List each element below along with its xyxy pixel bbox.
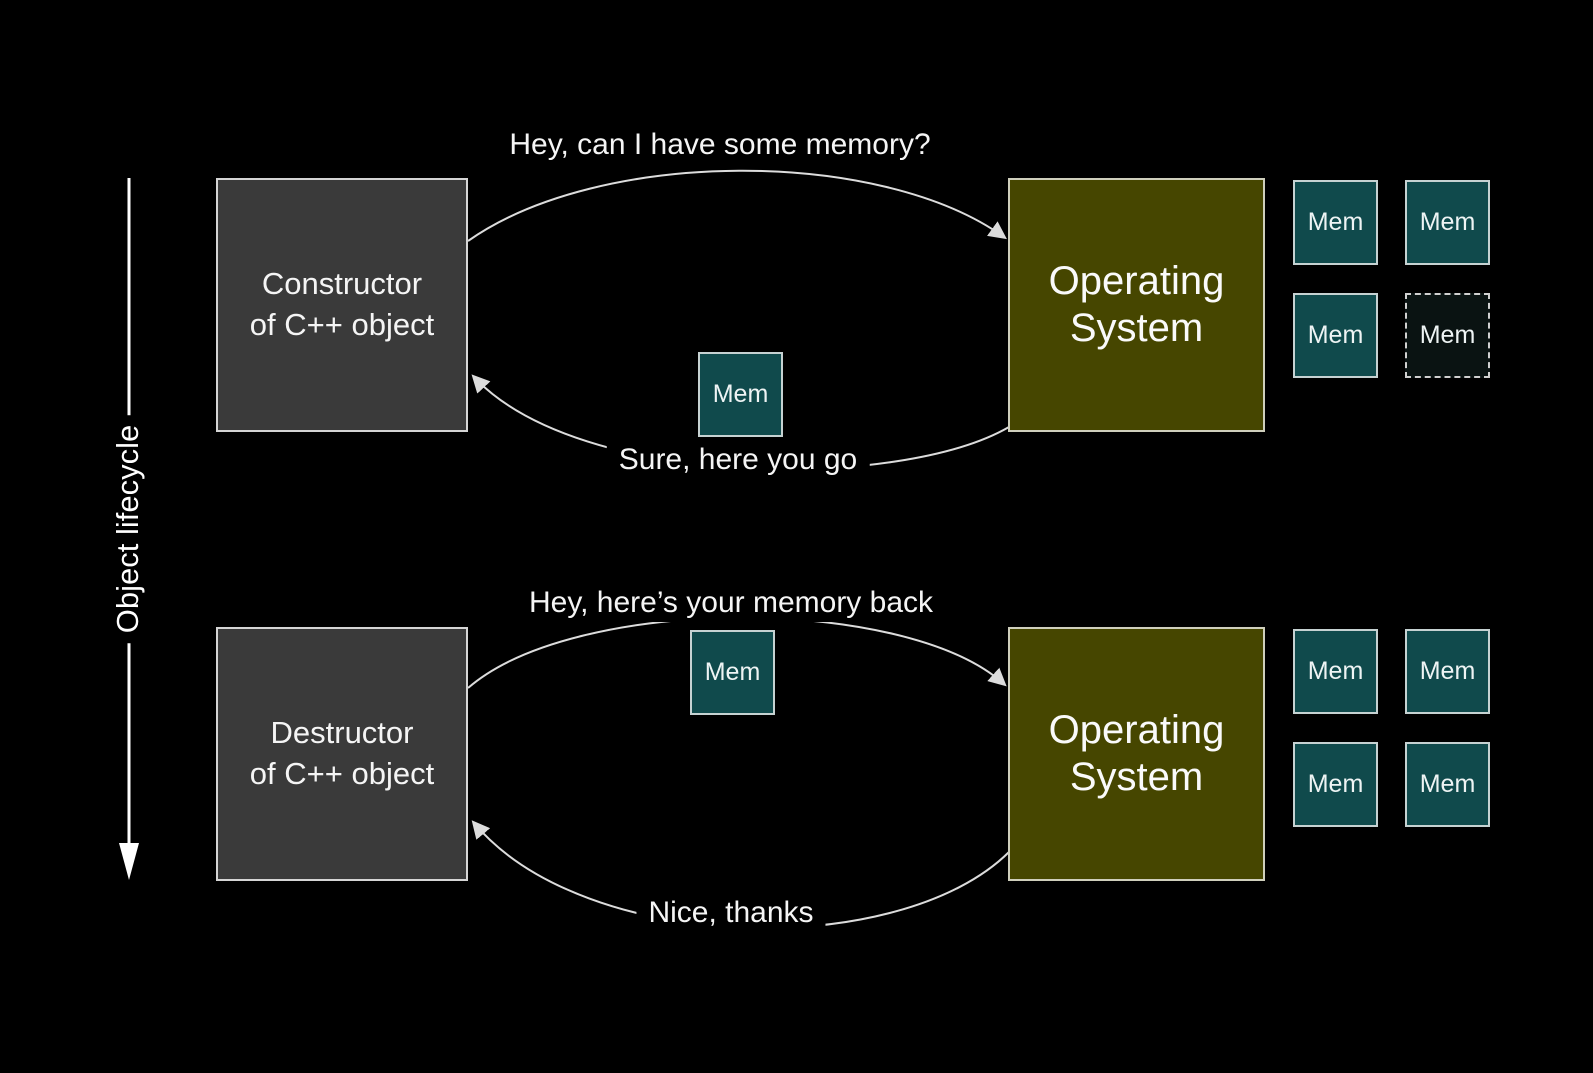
os-memory-grid-deallocation: Mem Mem Mem Mem — [1293, 629, 1490, 827]
os-mem-cell-freed: Mem — [1405, 293, 1490, 378]
lifecycle-axis-label: Object lifecycle — [106, 414, 150, 644]
thanks-label: Nice, thanks — [636, 894, 826, 932]
mem-label: Mem — [1419, 208, 1476, 236]
mem-label: Mem — [1419, 321, 1476, 349]
os-label-line1: Operating — [1048, 707, 1225, 752]
mem-label: Mem — [1307, 657, 1364, 685]
mem-label: Mem — [1419, 657, 1476, 685]
memory-return-label: Hey, here’s your memory back — [516, 584, 946, 622]
memory-request-label: Hey, can I have some memory? — [497, 126, 943, 164]
mem-label: Mem — [1307, 770, 1364, 798]
constructor-box: Constructor of C++ object — [216, 178, 468, 432]
os-mem-cell: Mem — [1293, 293, 1378, 378]
transferred-mem-box-allocation: Mem — [698, 352, 783, 437]
destructor-label-line2: of C++ object — [249, 756, 435, 791]
memory-request-arrow — [467, 169, 1007, 242]
destructor-label-line1: Destructor — [270, 715, 414, 751]
os-mem-cell: Mem — [1405, 742, 1490, 827]
memory-grant-label: Sure, here you go — [606, 441, 870, 479]
operating-system-box-deallocation: Operating System — [1008, 627, 1265, 881]
os-label-line2: System — [1069, 306, 1204, 350]
os-mem-cell: Mem — [1293, 629, 1378, 714]
os-mem-cell: Mem — [1293, 742, 1378, 827]
mem-label: Mem — [1307, 208, 1364, 236]
mem-label: Mem — [1307, 321, 1364, 349]
os-memory-grid-allocation: Mem Mem Mem Mem — [1293, 180, 1490, 378]
os-mem-cell: Mem — [1405, 180, 1490, 265]
os-mem-cell: Mem — [1293, 180, 1378, 265]
os-mem-cell: Mem — [1405, 629, 1490, 714]
destructor-box: Destructor of C++ object — [216, 627, 468, 881]
constructor-label-line2: of C++ object — [249, 307, 435, 342]
lifecycle-axis-arrowhead — [119, 843, 139, 880]
transferred-mem-box-deallocation: Mem — [690, 630, 775, 715]
os-label-line2: System — [1069, 755, 1204, 799]
mem-label: Mem — [712, 380, 769, 408]
mem-label: Mem — [704, 658, 761, 686]
operating-system-box-allocation: Operating System — [1008, 178, 1265, 432]
os-label-line1: Operating — [1048, 258, 1225, 303]
constructor-label-line1: Constructor — [261, 266, 423, 302]
mem-label: Mem — [1419, 770, 1476, 798]
